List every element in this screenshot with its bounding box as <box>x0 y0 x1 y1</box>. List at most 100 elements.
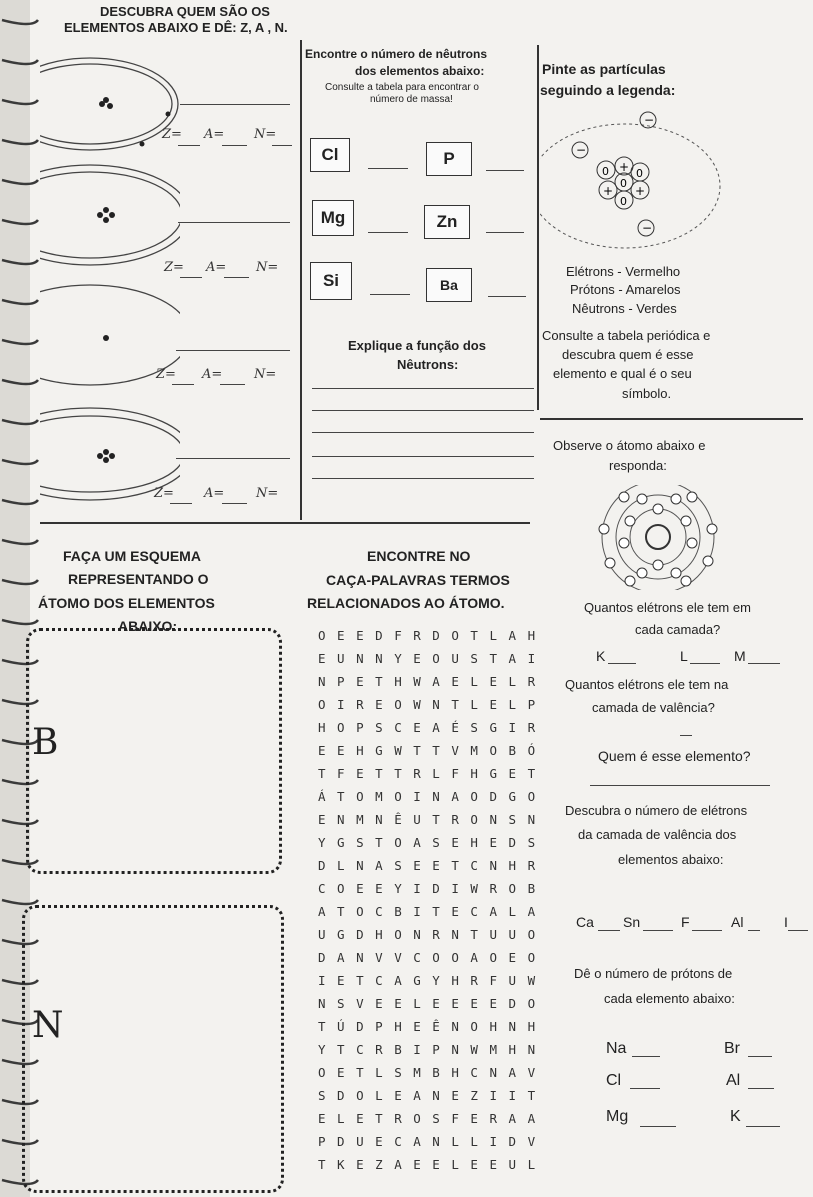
element-card-mg: Mg <box>312 200 354 236</box>
protons-br: Br <box>724 1040 740 1057</box>
valence-title-3: elementos abaixo: <box>618 852 724 867</box>
a-label-2: A= <box>206 260 227 275</box>
question-electrons-per-shell: Quantos elétrons ele tem em <box>584 600 751 615</box>
svg-text:0: 0 <box>602 165 609 178</box>
divider-middle <box>537 45 539 410</box>
question-valence-electrons-2: camada de valência? <box>592 700 715 715</box>
scheme-title-1: FAÇA UM ESQUEMA <box>63 548 201 564</box>
svg-text:−: − <box>576 143 586 157</box>
answer-line <box>180 104 290 105</box>
wordsearch-row: N P E T H W A E L E L R <box>318 674 538 689</box>
drawing-box-n-letter: N <box>32 1005 64 1046</box>
a-label-3: A= <box>202 367 223 382</box>
wordsearch-row: D A N V V C O O A O E O <box>318 950 538 965</box>
wordsearch-row: O I R E O W N T L E L P <box>318 697 538 712</box>
element-card-p: P <box>426 142 472 176</box>
valence-al: Al <box>731 914 744 930</box>
wordsearch-title-2: CAÇA-PALAVRAS TERMOS <box>326 572 510 588</box>
legend-protons: Prótons - Amarelos <box>570 282 681 297</box>
valence-ca: Ca <box>576 914 594 930</box>
atom-diagram-4 <box>40 407 180 501</box>
wordsearch-row: Á T O M O I N A O D G O <box>318 789 538 804</box>
consult-4: símbolo. <box>622 386 672 401</box>
wordsearch-row: T F E T T R L F H G E T <box>318 766 538 781</box>
svg-text:+: + <box>619 160 629 174</box>
wordsearch-row: T Ú D P H E Ê N O H N H <box>318 1019 538 1034</box>
svg-text:−: − <box>642 221 652 235</box>
element-card-cl: Cl <box>310 138 350 172</box>
consult-1: Consulte a tabela periódica e <box>542 328 711 343</box>
z-label-4: Z= <box>154 486 174 501</box>
wordsearch-row: P D U E C A N L L I D V <box>318 1134 538 1149</box>
atom-diagram-1 <box>40 57 179 151</box>
divider-left-bottom <box>40 522 530 524</box>
wordsearch-title-3: RELACIONADOS AO ÁTOMO. <box>307 595 505 611</box>
atom-diagram-2 <box>40 164 180 266</box>
wordsearch-row: E N M N Ê U T R O N S N <box>318 812 538 827</box>
z-label-2: Z= <box>164 260 184 275</box>
protons-al: Al <box>726 1072 741 1089</box>
n-label-3: N= <box>254 367 277 382</box>
explain-title-1: Explique a função dos <box>348 338 486 353</box>
n-label-2: N= <box>256 260 279 275</box>
wordsearch-row: E U N N Y E O U S T A I <box>318 651 538 666</box>
observe-title-2: responda: <box>609 458 667 473</box>
svg-text:0: 0 <box>620 177 627 190</box>
drawing-box-b[interactable] <box>26 628 282 874</box>
atom-diagram-3 <box>40 284 180 386</box>
valence-title-1: Descubra o número de elétrons <box>565 803 748 818</box>
drawing-box-b-letter: B <box>32 722 59 763</box>
worksheet-page <box>30 0 813 1197</box>
question-electrons-per-shell-2: cada camada? <box>635 622 721 637</box>
observe-title-1: Observe o átomo abaixo e <box>553 438 706 453</box>
element-card-zn: Zn <box>424 205 470 239</box>
consult-3: elemento e qual é o seu <box>553 366 692 381</box>
protons-cl: Cl <box>606 1072 622 1089</box>
wordsearch-row: E L E T R O S F E R A A <box>318 1111 538 1126</box>
svg-text:+: + <box>635 184 645 198</box>
a-label-4: A= <box>204 486 225 501</box>
z-label-1: Z= <box>162 127 182 142</box>
protons-title-2: cada elemento abaixo: <box>604 991 735 1006</box>
shell-k-label: K <box>596 648 606 664</box>
shell-m-label: M <box>734 648 746 664</box>
neutrons-title-1: Encontre o número de nêutrons <box>305 47 488 61</box>
svg-text:0: 0 <box>636 167 643 180</box>
element-card-ba: Ba <box>426 268 472 302</box>
scheme-title-2: REPRESENTANDO O <box>68 571 209 587</box>
scheme-title-3: ÁTOMO DOS ELEMENTOS <box>38 595 215 611</box>
z-label-3: Z= <box>156 367 176 382</box>
wordsearch-row: Y T C R B I P N W M H N <box>318 1042 538 1057</box>
consult-2: descubra quem é esse <box>562 347 694 362</box>
question-which-element: Quem é esse elemento? <box>598 748 751 764</box>
wordsearch-row: N S V E E L E E E E D O <box>318 996 538 1011</box>
left-title-1: DESCUBRA QUEM SÃO OS <box>100 4 270 19</box>
legend-electrons: Elétrons - Vermelho <box>566 264 681 279</box>
n-label-4: N= <box>256 486 279 501</box>
wordsearch-row: O E E D F R D O T L A H <box>318 628 538 643</box>
divider-left <box>300 40 302 520</box>
atom-color-diagram: 0 + 0 0 + + 0 − − − <box>540 111 721 249</box>
svg-text:0: 0 <box>620 195 627 208</box>
legend-title-2: seguindo a legenda: <box>540 82 676 98</box>
wordsearch-row: U G D H O N R N T U U O <box>318 927 538 942</box>
shell-l-label: L <box>680 648 688 664</box>
explain-title-2: Nêutrons: <box>397 357 459 372</box>
protons-na: Na <box>606 1040 627 1057</box>
wordsearch-row: D L N A S E E T C N H R <box>318 858 538 873</box>
svg-text:+: + <box>603 184 613 198</box>
wordsearch-row: A T O C B I T E C A L A <box>318 904 538 919</box>
wordsearch-title-1: ENCONTRE NO <box>367 548 471 564</box>
valence-f: F <box>681 914 690 930</box>
question-valence-electrons: Quantos elétrons ele tem na <box>565 677 729 692</box>
wordsearch-row: C O E E Y I D I W R O B <box>318 881 538 896</box>
wordsearch-row: O E T L S M B H C N A V <box>318 1065 538 1080</box>
element-card-si: Si <box>310 262 352 300</box>
protons-mg: Mg <box>606 1108 629 1125</box>
legend-title-1: Pinte as partículas <box>542 61 666 77</box>
protons-title-1: Dê o número de prótons de <box>574 966 733 981</box>
n-label-1: N= <box>254 127 277 142</box>
drawing-box-n[interactable] <box>22 905 284 1193</box>
legend-neutrons: Nêutrons - Verdes <box>572 301 677 316</box>
valence-sn: Sn <box>623 914 641 930</box>
